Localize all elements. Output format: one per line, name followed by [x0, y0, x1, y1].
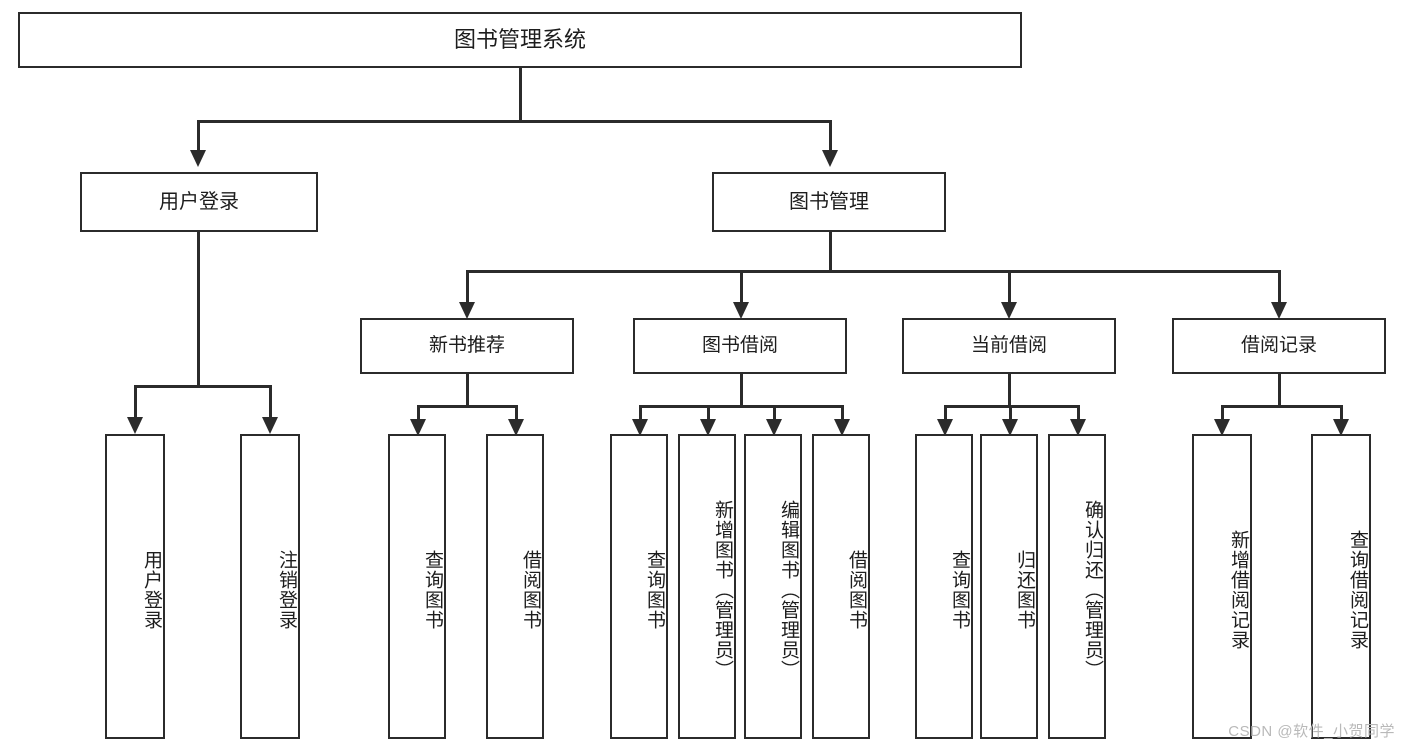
arrowhead-leaf-add-book: [700, 419, 716, 436]
node-leaf-query-book-2[interactable]: 查询图书: [610, 434, 668, 739]
node-book-management[interactable]: 图书管理: [712, 172, 946, 232]
node-book-borrow[interactable]: 图书借阅: [633, 318, 847, 374]
arrowhead-leaf-add-record: [1214, 419, 1230, 436]
edge-cb-to-leaf-1: [944, 405, 947, 419]
edge-book-borrow-bus: [639, 405, 841, 408]
node-borrow-record[interactable]: 借阅记录: [1172, 318, 1386, 374]
arrowhead-current-borrow: [1001, 302, 1017, 319]
edge-user-login-to-leaf-2: [269, 385, 272, 417]
edge-new-book-recommend-stem: [466, 374, 469, 405]
arrowhead-book-borrow: [733, 302, 749, 319]
edge-borrow-record-bus: [1221, 405, 1340, 408]
node-user-login[interactable]: 用户登录: [80, 172, 318, 232]
arrowhead-leaf-query-record: [1333, 419, 1349, 436]
node-new-book-recommend[interactable]: 新书推荐: [360, 318, 574, 374]
edge-bm-to-borrow-record: [1278, 270, 1281, 302]
node-leaf-add-record[interactable]: 新增借阅记录: [1192, 434, 1252, 739]
edge-root-bus: [197, 120, 831, 123]
node-leaf-logout-login[interactable]: 注销登录: [240, 434, 300, 739]
arrowhead-leaf-user-login: [127, 417, 143, 434]
arrowhead-leaf-return-book: [1002, 419, 1018, 436]
arrowhead-leaf-borrow-book-1: [508, 419, 524, 436]
arrowhead-leaf-borrow-book-2: [834, 419, 850, 436]
edge-bm-to-book-borrow: [740, 270, 743, 302]
node-root-system[interactable]: 图书管理系统: [18, 12, 1022, 68]
edge-user-login-to-leaf-1: [134, 385, 137, 417]
node-leaf-confirm-return[interactable]: 确认归还（管理员）: [1048, 434, 1106, 739]
edge-root-to-book-management: [829, 120, 832, 150]
edge-book-management-bus: [466, 270, 1278, 273]
edge-cb-to-leaf-2: [1009, 405, 1012, 419]
arrowhead-leaf-edit-book: [766, 419, 782, 436]
node-leaf-add-book[interactable]: 新增图书（管理员）: [678, 434, 736, 739]
edge-nbr-to-leaf-2: [515, 405, 518, 419]
arrowhead-leaf-logout-login: [262, 417, 278, 434]
arrowhead-borrow-record: [1271, 302, 1287, 319]
edge-new-book-recommend-bus: [417, 405, 515, 408]
edge-book-borrow-stem: [740, 374, 743, 405]
arrowhead-leaf-confirm-return: [1070, 419, 1086, 436]
edge-user-login-stem: [197, 232, 200, 385]
edge-current-borrow-stem: [1008, 374, 1011, 405]
arrowhead-leaf-query-book-1: [410, 419, 426, 436]
node-leaf-return-book[interactable]: 归还图书: [980, 434, 1038, 739]
edge-bm-to-new-book-recommend: [466, 270, 469, 302]
arrowhead-book-management: [822, 150, 838, 167]
node-current-borrow[interactable]: 当前借阅: [902, 318, 1116, 374]
edge-user-login-bus: [134, 385, 269, 388]
edge-root-stem: [519, 68, 522, 120]
edge-bb-to-leaf-3: [773, 405, 776, 419]
edge-bb-to-leaf-2: [707, 405, 710, 419]
arrowhead-leaf-query-book-3: [937, 419, 953, 436]
edge-bb-to-leaf-1: [639, 405, 642, 419]
node-leaf-query-record[interactable]: 查询借阅记录: [1311, 434, 1371, 739]
node-leaf-borrow-book-2[interactable]: 借阅图书: [812, 434, 870, 739]
edge-br-to-leaf-2: [1340, 405, 1343, 419]
arrowhead-user-login: [190, 150, 206, 167]
node-leaf-edit-book[interactable]: 编辑图书（管理员）: [744, 434, 802, 739]
edge-bm-to-current-borrow: [1008, 270, 1011, 302]
arrowhead-new-book-recommend: [459, 302, 475, 319]
edge-root-to-user-login: [197, 120, 200, 150]
edge-borrow-record-stem: [1278, 374, 1281, 405]
edge-bb-to-leaf-4: [841, 405, 844, 419]
node-leaf-borrow-book-1[interactable]: 借阅图书: [486, 434, 544, 739]
edge-cb-to-leaf-3: [1077, 405, 1080, 419]
edge-br-to-leaf-1: [1221, 405, 1224, 419]
node-leaf-query-book-1[interactable]: 查询图书: [388, 434, 446, 739]
node-leaf-user-login[interactable]: 用户登录: [105, 434, 165, 739]
edge-nbr-to-leaf-1: [417, 405, 420, 419]
arrowhead-leaf-query-book-2: [632, 419, 648, 436]
node-leaf-query-book-3[interactable]: 查询图书: [915, 434, 973, 739]
edge-book-management-stem: [829, 232, 832, 270]
